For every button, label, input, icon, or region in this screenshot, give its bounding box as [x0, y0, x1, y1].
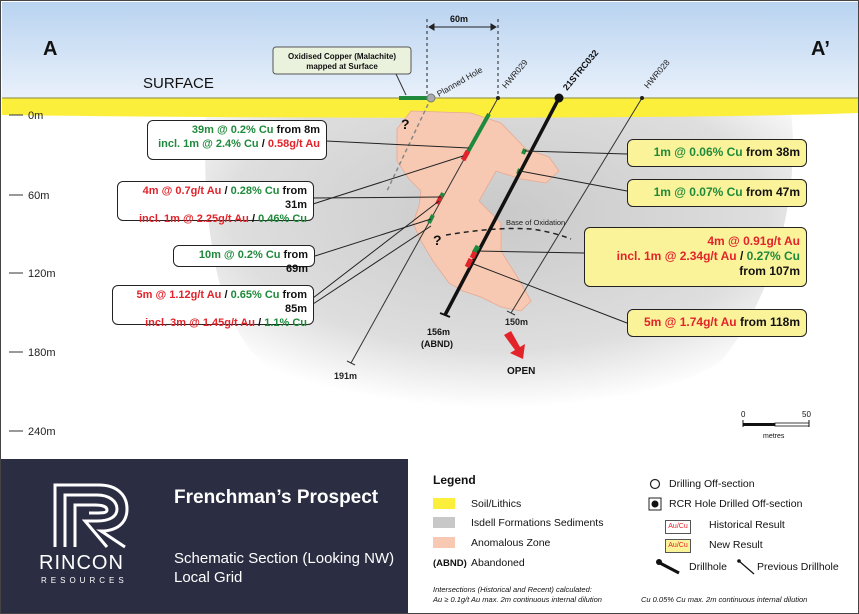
oxidised-copper-note [272, 46, 412, 75]
soil-swatch [433, 498, 455, 509]
depth-191: 191m [334, 371, 357, 381]
oxidised-note-line2: mapped at Surface [306, 62, 378, 71]
depth-label-180: 180m [28, 347, 56, 359]
legend-note-3: Cu 0.05% Cu max. 2m continuous internal … [641, 595, 808, 604]
new-result-swatch: Au/Cu [665, 539, 691, 553]
callout-hwr029-31m: 4m @ 0.7g/t Au / 0.28% Cu from 31m incl.… [117, 181, 314, 225]
oxidised-note-line1: Oxidised Copper (Malachite) [288, 52, 396, 61]
abnd-label: (ABND) [421, 339, 453, 349]
open-circle-icon [649, 478, 661, 490]
scale-unit: metres [763, 433, 785, 440]
legend-anomalous: Anomalous Zone [471, 537, 551, 549]
interval-hwr029-inc [460, 149, 471, 162]
company-subname: RESOURCES [41, 576, 128, 585]
legend-new-result: New Result [709, 539, 763, 551]
historical-swatch: Au/Cu [665, 520, 691, 534]
anomalous-swatch [433, 537, 455, 548]
rincon-logo-icon [53, 483, 129, 549]
isdell-swatch [433, 517, 455, 528]
base-of-oxidation-line [445, 227, 572, 240]
legend-abandoned: Abandoned [471, 557, 525, 569]
legend-abnd-key: (ABND) [433, 558, 467, 569]
top-scale [426, 19, 499, 98]
depth-label-60: 60m [28, 190, 49, 202]
callout-new-118m: 5m @ 1.74g/t Au from 118m [627, 309, 807, 337]
question-mark-1: ? [401, 116, 410, 132]
section-subtitle: Schematic Section (Looking NW) Local Gri… [174, 550, 395, 586]
legend-drilling-off: Drilling Off-section [669, 478, 755, 490]
legend-panel [407, 459, 858, 613]
legend-soil: Soil/Lithics [471, 498, 522, 510]
callout-hwr029-8m: 39m @ 0.2% Cu from 8m incl. 1m @ 2.4% Cu… [147, 120, 327, 160]
surface-label: SURFACE [143, 75, 214, 92]
section-label-a: A [43, 38, 57, 60]
legend-isdell: Isdell Formations Sediments [471, 517, 604, 529]
depth-label-0: 0m [28, 110, 43, 122]
scale-fifty: 50 [802, 410, 811, 419]
open-label: OPEN [507, 366, 535, 377]
callout-hwr029-69m: 10m @ 0.2% Cu from 69m [173, 245, 315, 275]
scale-bar [742, 420, 810, 427]
drillhole-hwr028 [510, 97, 643, 314]
depth-150: 150m [505, 317, 528, 327]
previous-drillhole-icon [737, 559, 755, 575]
drillhole-21strc032[interactable] [443, 97, 561, 316]
interval-hwr029-8m [463, 113, 491, 158]
legend-note-2: Au ≥ 0.1g/t Au max. 2m continuous intern… [433, 595, 602, 604]
section-label-a-prime: A’ [811, 38, 830, 60]
callout-hwr029-85m: 5m @ 1.12g/t Au / 0.65% Cu from 85m incl… [112, 285, 314, 329]
callout-new-107m: 4m @ 0.91g/t Au incl. 1m @ 2.34g/t Au / … [584, 227, 807, 287]
question-mark-2: ? [433, 232, 442, 248]
sky [2, 2, 858, 98]
legend-note-1: Intersections (Historical and Recent) ca… [433, 585, 592, 594]
anomalous-zone [396, 110, 560, 312]
interval-rc032-118m [464, 257, 474, 269]
legend-prev-drillhole: Previous Drillhole [757, 561, 839, 573]
legend-title: Legend [433, 473, 476, 487]
top-scale-label: 60m [450, 14, 468, 24]
soil-layer [2, 98, 858, 118]
callout-new-47m: 1m @ 0.07% Cu from 47m [627, 179, 807, 207]
depth-label-240: 240m [28, 426, 56, 438]
callout-new-38m: 1m @ 0.06% Cu from 38m [627, 139, 807, 167]
abnd-depth: 156m [427, 327, 450, 337]
legend-historical: Historical Result [709, 519, 785, 531]
scale-zero: 0 [741, 410, 746, 419]
interval-rc032-inc [469, 250, 478, 260]
legend-drillhole: Drillhole [689, 561, 727, 573]
legend-rcr-off: RCR Hole Drilled Off-section [669, 498, 803, 510]
prospect-title: Frenchman’s Prospect [174, 487, 379, 508]
depth-label-120: 120m [28, 268, 56, 280]
base-of-oxidation-label: Base of Oxidation [506, 218, 565, 227]
depth-ticks [9, 114, 23, 432]
open-arrow-icon [504, 331, 525, 359]
company-name: RINCON [39, 552, 124, 574]
drillhole-icon [656, 559, 680, 575]
filled-circle-icon [648, 497, 662, 511]
